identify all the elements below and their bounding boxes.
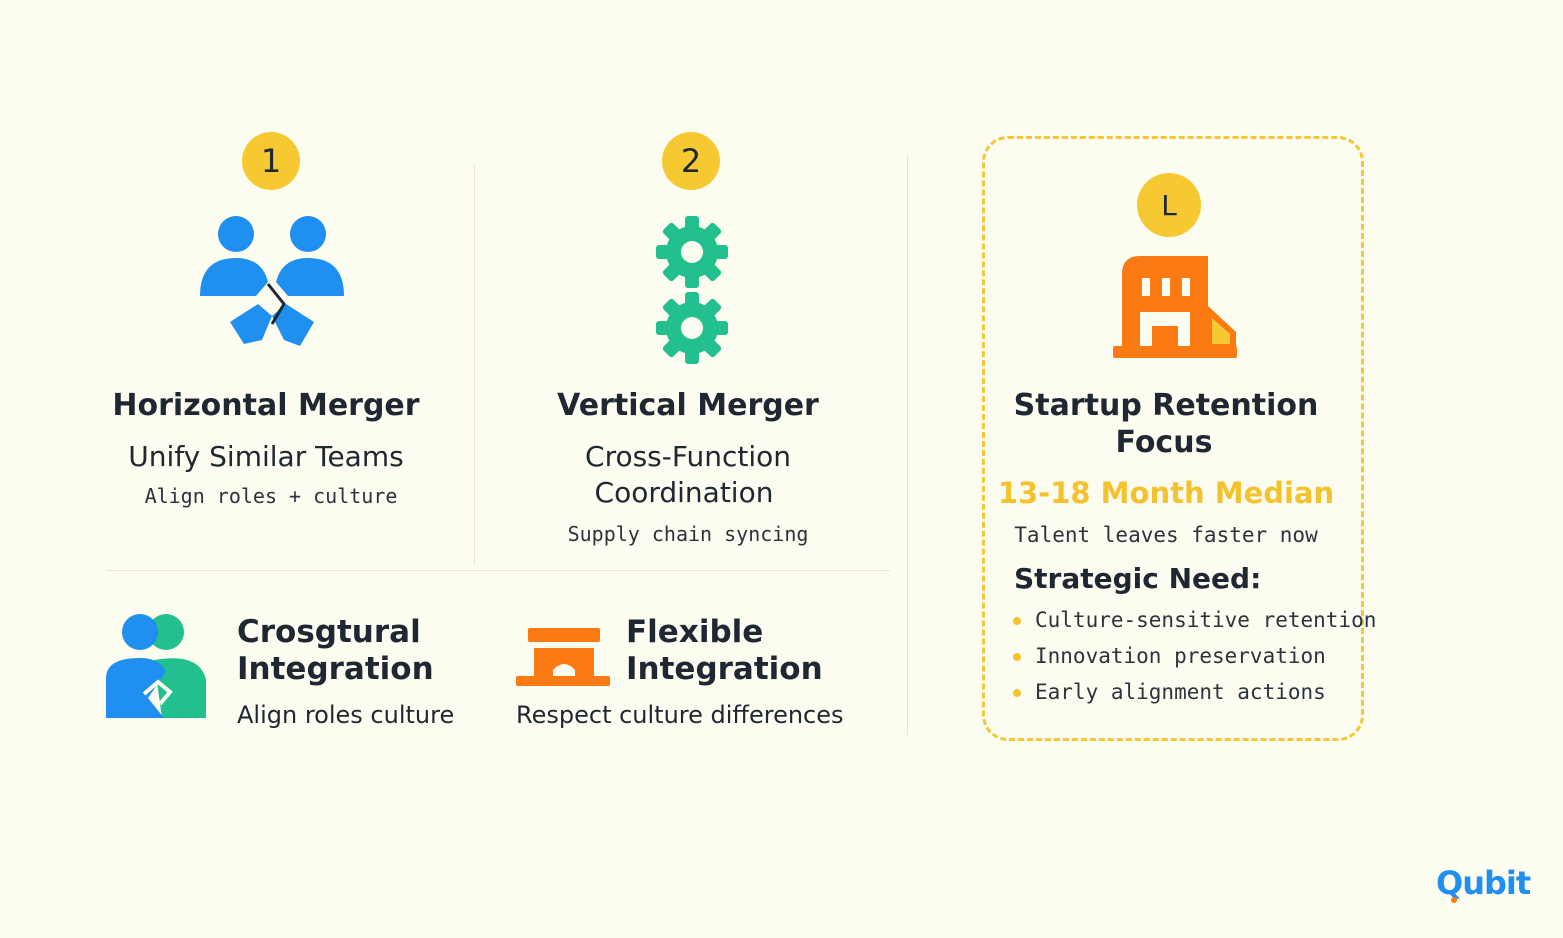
startup-retention-card	[982, 136, 1364, 741]
retention-note: Talent leaves faster now	[1014, 523, 1318, 547]
horizontal-merger-note: Align roles + culture	[144, 484, 398, 508]
list-item: Innovation preservation	[1013, 638, 1376, 674]
startup-retention-title-line2: Focus	[1115, 425, 1213, 460]
vertical-merger-note: Supply chain syncing	[567, 522, 809, 546]
handshake-people-icon	[196, 212, 348, 352]
column-divider-1	[474, 165, 475, 565]
clock-badge: L	[1137, 173, 1201, 237]
two-people-handshake-icon	[104, 612, 210, 722]
strategic-need-list: Culture-sensitive retention Innovation p…	[1013, 602, 1376, 710]
gears-icon	[652, 214, 732, 366]
horizontal-merger-subtitle: Unify Similar Teams	[128, 440, 404, 473]
vertical-merger-title: Vertical Merger	[557, 388, 819, 423]
qubit-logo: Qubit	[1436, 864, 1531, 903]
list-item: Culture-sensitive retention	[1013, 602, 1376, 638]
logo-rest: ubit	[1462, 864, 1531, 902]
logo-q: Q	[1436, 864, 1463, 902]
cultural-integration-title-line1: Crosgtural	[237, 614, 421, 650]
cultural-integration-subtitle: Align roles culture	[237, 701, 455, 729]
vertical-merger-subtitle-line1: Cross-Function	[585, 440, 791, 473]
step-badge-1: 1	[242, 132, 300, 190]
row-divider	[106, 570, 890, 571]
flexible-integration-title-line1: Flexible	[626, 614, 764, 650]
startup-retention-title-line1: Startup Retention	[1013, 388, 1319, 423]
list-item: Early alignment actions	[1013, 674, 1376, 710]
flexible-integration-subtitle: Respect culture differences	[516, 701, 844, 729]
logo-dot	[1451, 897, 1457, 903]
strategic-need-heading: Strategic Need:	[1014, 562, 1262, 595]
step-badge-2: 2	[662, 132, 720, 190]
retention-median: 13-18 Month Median	[997, 476, 1335, 510]
building-icon	[515, 626, 611, 688]
column-divider-2	[907, 155, 908, 735]
office-building-icon	[1112, 254, 1238, 360]
flexible-integration-title-line2: Integration	[626, 651, 823, 687]
vertical-merger-subtitle-line2: Coordination	[594, 476, 774, 509]
horizontal-merger-title: Horizontal Merger	[112, 388, 420, 423]
cultural-integration-title-line2: Integration	[237, 651, 434, 687]
